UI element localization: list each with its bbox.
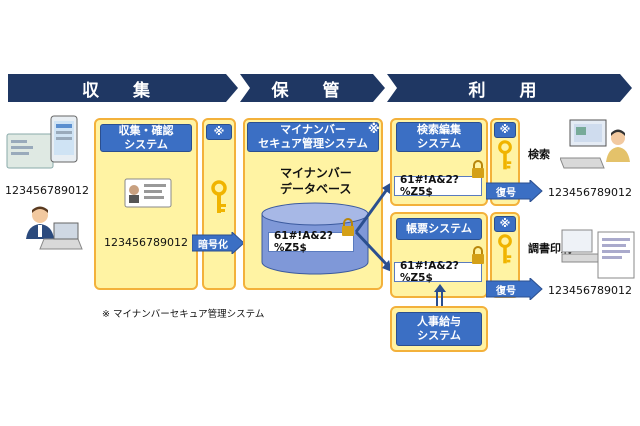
payroll-line2: システム: [417, 329, 461, 342]
distribution-arrows: [354, 182, 392, 272]
payroll-to-report-arrow: [434, 284, 446, 306]
storage-header-line2: セキュア管理システム: [258, 137, 368, 150]
collection-number-in-system: 123456789012: [104, 236, 188, 249]
mynumber-card-icon: [124, 178, 172, 208]
lock-icon: [342, 218, 354, 236]
person-with-laptop-icon: [26, 206, 83, 250]
search-header-line1: 検索編集: [417, 123, 461, 136]
db-title-line2: データベース: [280, 182, 352, 196]
collection-header-line2: システム: [124, 138, 168, 151]
storage-header-line1: マイナンバー: [280, 123, 346, 136]
usage-key-header-bottom: ※: [494, 216, 516, 232]
report-encrypted-value: 61#!A&2?%Z5$: [394, 260, 482, 284]
usage-key-icon-top: [498, 140, 512, 170]
report-header: 帳票システム: [396, 218, 482, 240]
phase-banner-use: 利 用: [387, 74, 632, 102]
database-encrypted-value: 61#!A&2?%Z5$: [268, 230, 354, 254]
phase-banner-store: 保 管: [240, 74, 385, 102]
secure-management-header: マイナンバー セキュア管理システム: [247, 122, 379, 152]
encrypt-arrow: [192, 232, 244, 254]
collection-header-line1: 収集・確認: [118, 124, 174, 137]
db-title-line1: マイナンバー: [280, 166, 352, 180]
decrypt-label-search: 復号: [496, 188, 516, 199]
decrypt-arrow-search: [486, 180, 543, 202]
usage-note-mark-bottom: ※: [499, 217, 511, 230]
decrypt-label-report: 復号: [496, 286, 516, 297]
search-header-line2: システム: [417, 137, 461, 150]
report-lock-icon: [472, 246, 484, 264]
key-icon: [211, 180, 227, 213]
search-lock-icon: [472, 160, 484, 178]
search-encrypted-value: 61#!A&2?%Z5$: [394, 174, 482, 198]
note-mark: ※: [213, 125, 225, 138]
database-title: マイナンバー データベース: [280, 165, 352, 197]
smartphone-and-card-illustration: [6, 115, 78, 169]
search-screen-and-person-icon: [560, 119, 630, 169]
search-edit-header: 検索編集 システム: [396, 122, 482, 152]
payroll-header: 人事給与 システム: [396, 312, 482, 346]
decrypt-arrow-report: [486, 278, 543, 300]
encrypt-label: 暗号化: [198, 240, 228, 251]
printed-documents-icon: [561, 229, 635, 279]
collection-key-header: ※: [206, 124, 232, 140]
usage-key-header-top: ※: [494, 122, 516, 138]
collection-system-header: 収集・確認 システム: [100, 124, 192, 152]
search-label: 検索: [528, 148, 550, 161]
phase-banner-collect: 収 集: [8, 74, 238, 102]
collected-number: 123456789012: [5, 184, 89, 197]
report-header-label: 帳票システム: [406, 222, 472, 235]
usage-key-icon-bottom: [498, 234, 512, 264]
payroll-line1: 人事給与: [417, 315, 461, 328]
print-label: 調書印刷: [528, 242, 572, 255]
footnote: ※ マイナンバーセキュア管理システム: [102, 309, 265, 320]
search-result-number: 123456789012: [548, 186, 632, 199]
storage-note-mark: ※: [368, 122, 380, 136]
usage-note-mark-top: ※: [499, 123, 511, 136]
print-result-number: 123456789012: [548, 284, 632, 297]
